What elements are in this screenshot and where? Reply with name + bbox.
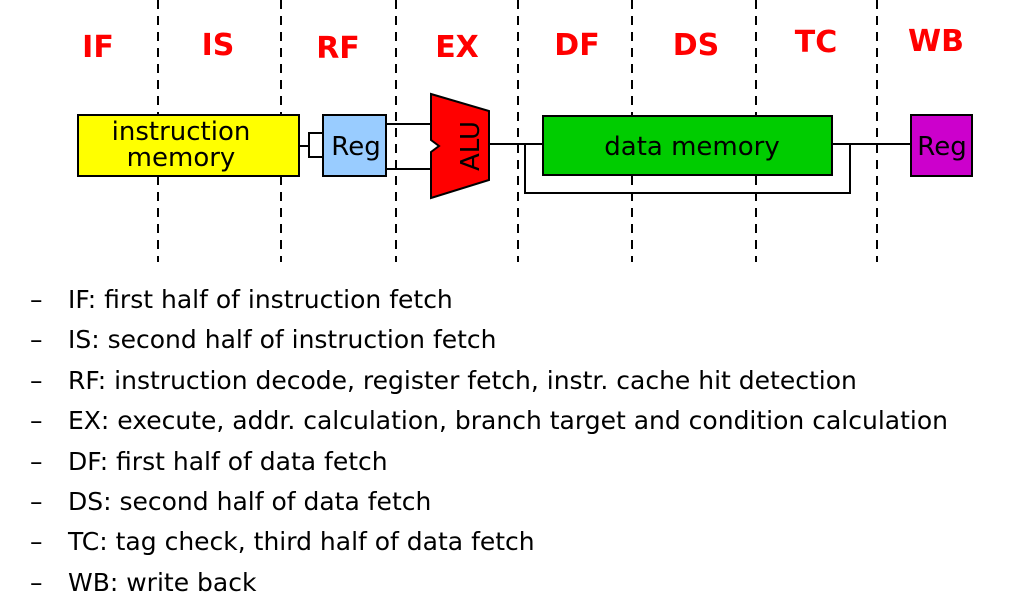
reg-write-block: Reg <box>910 114 973 177</box>
pipeline-diagram: IF IS RF EX DF DS TC WB instruction memo… <box>77 0 973 262</box>
instruction-memory-label-line1: instruction <box>112 117 251 147</box>
data-memory-box <box>542 115 833 176</box>
stage-description-list: –IF: first half of instruction fetch –IS… <box>30 280 948 603</box>
list-item-text: IS: second half of instruction fetch <box>68 325 497 355</box>
list-dash: – <box>30 285 43 314</box>
list-dash: – <box>30 365 43 395</box>
reg-write-label: Reg <box>917 132 966 162</box>
list-dash: – <box>30 406 43 436</box>
list-item-text: TC: tag check, third half of data fetch <box>68 527 535 557</box>
instruction-memory-box <box>77 114 300 177</box>
data-memory-block: data memory <box>542 115 833 176</box>
list-dash: – <box>30 446 43 476</box>
list-item: –DF: first half of data fetch <box>30 442 948 482</box>
list-dash: – <box>30 325 43 355</box>
list-item-text: DF: first half of data fetch <box>68 446 388 476</box>
instruction-memory-label-line2: memory <box>127 143 236 173</box>
stage-label-tc: TC <box>795 25 837 60</box>
stage-labels: IF IS RF EX DF DS TC WB <box>82 24 964 66</box>
list-item: –WB: write back <box>30 563 948 603</box>
list-item-text: EX: execute, addr. calculation, branch t… <box>68 406 948 436</box>
stage-label-ds: DS <box>673 28 720 63</box>
alu-label: ALU <box>456 121 486 171</box>
reg-read-label: Reg <box>331 132 380 162</box>
alu-block: ALU <box>430 92 490 200</box>
list-dash: – <box>30 567 43 597</box>
stage-label-is: IS <box>202 28 235 63</box>
alu-shape <box>430 92 490 200</box>
list-item-text: DS: second half of data fetch <box>68 486 432 516</box>
list-item: –IF: first half of instruction fetch <box>30 280 948 320</box>
stage-label-ex: EX <box>435 30 479 65</box>
list-item-text: RF: instruction decode, register fetch, … <box>68 365 857 395</box>
list-item: –RF: instruction decode, register fetch,… <box>30 361 948 401</box>
stage-label-df: DF <box>554 28 599 63</box>
data-memory-label: data memory <box>604 132 779 162</box>
list-dash: – <box>30 527 43 557</box>
reg-read-box <box>322 114 387 177</box>
instruction-memory-block: instruction memory <box>77 114 300 177</box>
list-item-text: WB: write back <box>68 567 257 597</box>
wire-imem-reg <box>299 132 323 147</box>
list-item: –EX: execute, addr. calculation, branch … <box>30 401 948 441</box>
stage-label-wb: WB <box>908 24 964 59</box>
wires <box>299 123 911 194</box>
stage-label-rf: RF <box>316 31 360 66</box>
wire-imem-reg-2 <box>308 146 323 158</box>
list-item: –DS: second half of data fetch <box>30 482 948 522</box>
list-item: –IS: second half of instruction fetch <box>30 320 948 360</box>
reg-write-box <box>910 114 973 177</box>
list-item: –TC: tag check, third half of data fetch <box>30 522 948 562</box>
list-dash: – <box>30 486 43 516</box>
reg-read-block: Reg <box>322 114 387 177</box>
stage-label-if: IF <box>82 30 114 65</box>
list-item-text: IF: first half of instruction fetch <box>68 285 453 314</box>
